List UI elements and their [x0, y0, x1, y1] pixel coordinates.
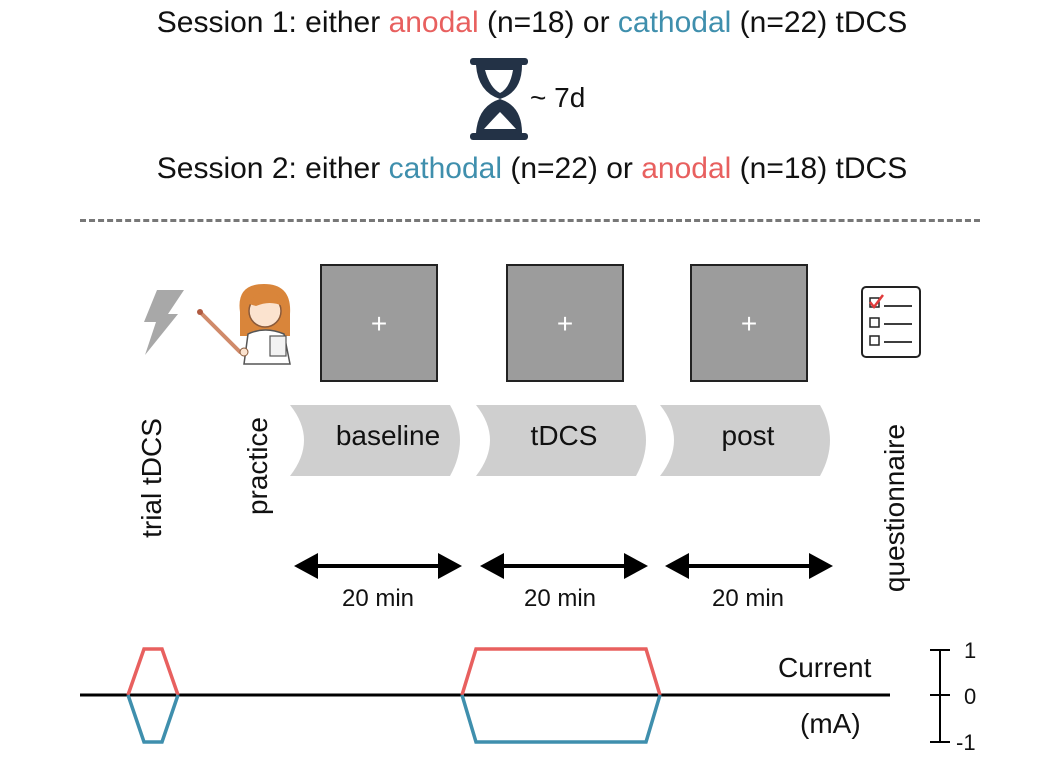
step-label-baseline: baseline: [335, 420, 441, 451]
cathodal-stim-waveform: [460, 694, 662, 744]
duration-baseline: 20 min: [341, 585, 415, 612]
chevron-post: [660, 405, 830, 476]
session-2-prefix: Session 2: either: [156, 152, 389, 185]
duration-arrow-post: [665, 553, 833, 579]
fixation-screen-tdcs: +: [506, 264, 624, 382]
scale-tick-zero: 0: [964, 684, 977, 709]
fixation-cross: +: [370, 308, 388, 339]
current-scale-bar: [930, 649, 950, 743]
section-divider: [80, 219, 980, 222]
instructor-icon: [197, 284, 291, 365]
session-1-second-n: (n=22) tDCS: [731, 6, 908, 39]
fixation-screen-post: +: [690, 264, 808, 382]
current-label: Current: [778, 652, 872, 683]
session-1-first-condition: anodal: [388, 6, 479, 39]
chevron-tdcs: [476, 405, 646, 476]
checklist-icon: [861, 286, 921, 358]
anodal-trial-waveform: [126, 647, 180, 696]
fixation-cross: +: [740, 308, 758, 339]
session-1-line: Session 1: either anodal (n=18) or catho…: [0, 6, 1064, 40]
session-2-first-n: (n=22) or: [502, 152, 642, 185]
duration-tdcs: 20 min: [523, 585, 597, 612]
current-unit-label: (mA): [800, 708, 861, 739]
duration-post: 20 min: [711, 585, 785, 612]
step-label-tdcs: tDCS: [530, 420, 598, 451]
step-label-trial-tdcs: trial tDCS: [136, 418, 167, 538]
duration-arrow-baseline: [294, 553, 462, 579]
session-2-first-condition: cathodal: [388, 152, 502, 185]
session-2-line: Session 2: either cathodal (n=22) or ano…: [0, 152, 1064, 186]
scale-tick-min: -1: [956, 730, 976, 755]
step-label-post: post: [721, 420, 775, 451]
step-label-practice: practice: [242, 416, 273, 516]
chevron-baseline: [290, 405, 460, 476]
step-label-questionnaire: questionnaire: [879, 423, 910, 593]
fixation-cross: +: [556, 308, 574, 339]
hourglass-icon: [470, 58, 528, 140]
lightning-icon: [144, 290, 184, 355]
duration-arrow-tdcs: [480, 553, 648, 579]
session-2-second-condition: anodal: [641, 152, 732, 185]
interval-label: ~ 7d: [530, 82, 586, 113]
fixation-screen-baseline: +: [320, 264, 438, 382]
anodal-stim-waveform: [460, 647, 662, 696]
session-1-prefix: Session 1: either: [156, 6, 389, 39]
scale-tick-max: 1: [964, 638, 977, 663]
cathodal-trial-waveform: [126, 694, 180, 744]
session-1-second-condition: cathodal: [617, 6, 732, 39]
session-2-second-n: (n=18) tDCS: [731, 152, 908, 185]
session-1-first-n: (n=18) or: [478, 6, 618, 39]
